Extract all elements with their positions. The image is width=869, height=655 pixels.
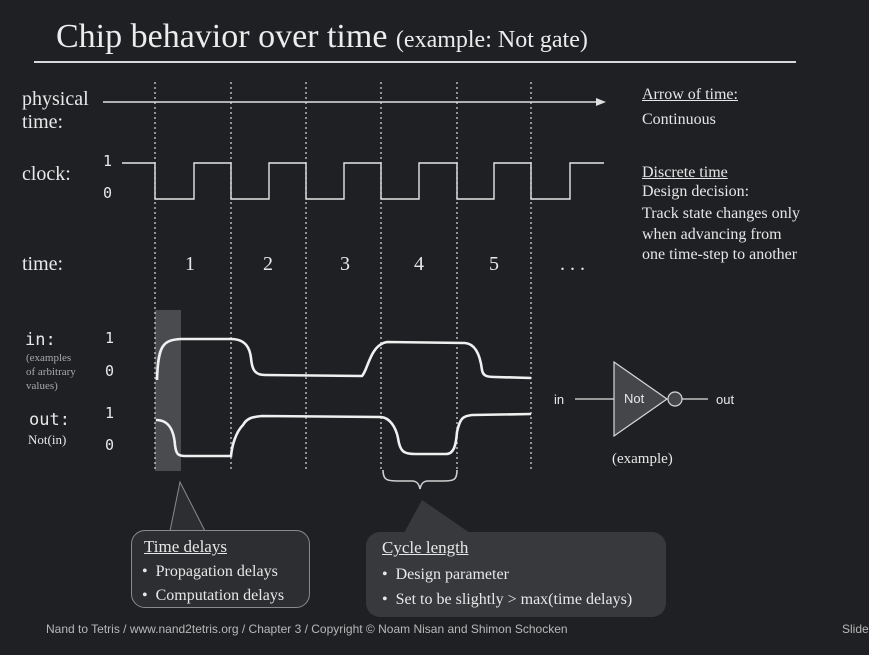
discrete-time-line: when advancing from bbox=[642, 226, 782, 243]
discrete-time-line: one time-step to another bbox=[642, 246, 798, 263]
time-delays-item: • Propagation delays bbox=[142, 563, 278, 580]
time-delay-shading bbox=[155, 310, 181, 471]
time-step-4: 4 bbox=[414, 253, 424, 275]
arrow-head bbox=[596, 98, 606, 106]
time-step-boundaries bbox=[154, 82, 532, 470]
title-underline bbox=[34, 61, 796, 63]
in-note-1: (examples bbox=[26, 352, 72, 364]
arrow-of-time-text: Continuous bbox=[642, 111, 716, 128]
time-delays-heading: Time delays bbox=[144, 537, 227, 556]
discrete-time-line: Design decision: bbox=[642, 183, 750, 200]
out-label: out: bbox=[29, 410, 70, 430]
not-gate-body bbox=[613, 360, 669, 438]
physical-time-label-2: time: bbox=[22, 111, 64, 133]
clock-label: clock: bbox=[22, 163, 71, 185]
out-low-label: 0 bbox=[105, 436, 115, 454]
physical-time-label: physical bbox=[22, 88, 89, 110]
time-delays-item: • Computation delays bbox=[142, 587, 285, 604]
time-step-3: 3 bbox=[340, 253, 350, 275]
clock-high-label: 1 bbox=[103, 152, 113, 170]
slide-number: Slide bbox=[842, 622, 869, 636]
cycle-length-callout-tail bbox=[404, 500, 470, 533]
clock-wave bbox=[122, 162, 604, 200]
time-delays-callout-tail bbox=[169, 480, 206, 532]
in-note-2: of arbitrary bbox=[26, 366, 76, 378]
in-signal bbox=[155, 337, 532, 381]
time-step-2: 2 bbox=[263, 253, 273, 275]
out-high-label: 1 bbox=[105, 404, 115, 422]
gate-name-label: Not bbox=[624, 391, 645, 406]
gate-caption: (example) bbox=[612, 451, 673, 467]
time-step-ellipsis: . . . bbox=[560, 253, 585, 275]
gate-out-label: out bbox=[716, 392, 735, 407]
in-high-label: 1 bbox=[105, 329, 115, 347]
discrete-time-heading: Discrete time bbox=[642, 164, 728, 181]
in-note-3: values) bbox=[26, 380, 58, 392]
discrete-time-line: Track state changes only bbox=[642, 205, 801, 222]
time-delays-box: Time delays • Propagation delays • Compu… bbox=[131, 530, 310, 608]
page-title: Chip behavior over time (example: Not ga… bbox=[56, 18, 588, 56]
cycle-brace bbox=[382, 469, 458, 490]
time-step-5: 5 bbox=[489, 253, 499, 275]
not-gate-bubble bbox=[667, 391, 683, 407]
time-step-1: 1 bbox=[185, 253, 195, 275]
cycle-length-item: • Set to be slightly > max(time delays) bbox=[382, 591, 633, 608]
out-signal bbox=[155, 412, 532, 458]
cycle-length-heading: Cycle length bbox=[382, 538, 469, 557]
clock-low-label: 0 bbox=[103, 184, 113, 202]
in-low-label: 0 bbox=[105, 362, 115, 380]
out-note: Not(in) bbox=[28, 432, 67, 447]
title-sub: (example: Not gate) bbox=[395, 27, 588, 53]
time-label: time: bbox=[22, 253, 64, 275]
title-main: Chip behavior over time bbox=[56, 18, 388, 55]
cycle-length-item: • Design parameter bbox=[382, 566, 509, 583]
gate-in-label: in bbox=[554, 392, 565, 407]
cycle-length-box: Cycle length • Design parameter • Set to… bbox=[366, 532, 666, 617]
in-label: in: bbox=[25, 330, 56, 350]
arrow-of-time-heading: Arrow of time: bbox=[642, 86, 738, 103]
footer-copyright: Nand to Tetris / www.nand2tetris.org / C… bbox=[46, 622, 568, 636]
